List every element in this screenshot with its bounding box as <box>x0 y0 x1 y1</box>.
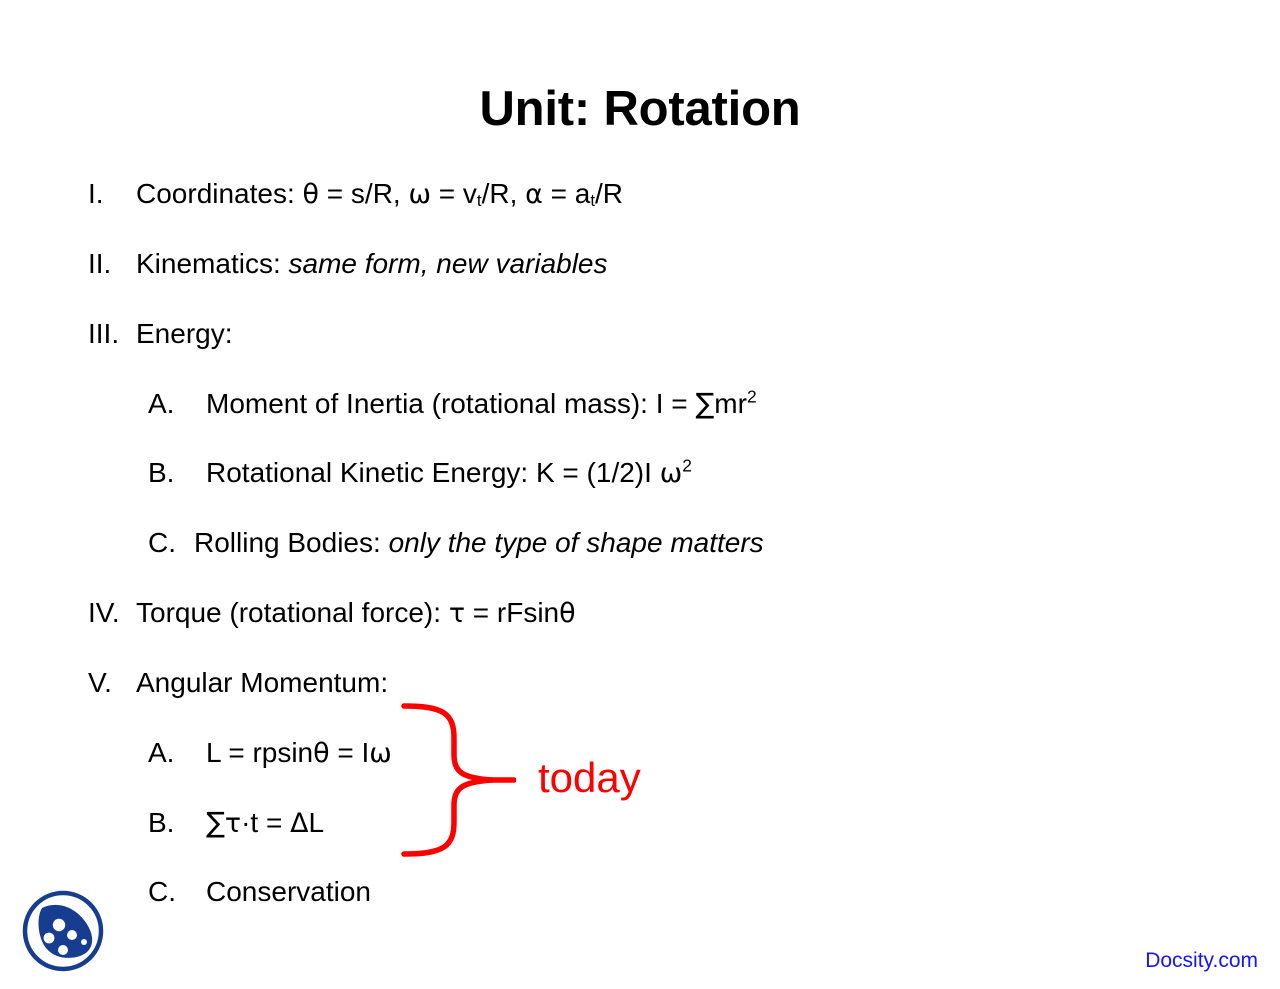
outline-text-v-a: L = rpsinθ = Iω <box>206 739 392 768</box>
outline-marker-b: B. <box>148 457 175 488</box>
outline-item-iii: III. Energy: <box>88 320 233 348</box>
outline-item-v-b: B. ∑τ·t = ΔL <box>148 809 324 838</box>
outline-item-v-c: C. Conservation <box>148 878 371 906</box>
outline-marker-ii: II. <box>88 248 112 279</box>
text-segment: /R, <box>481 178 526 209</box>
text-segment: Torque (rotational force): <box>136 597 449 628</box>
symbol-sigma: ∑ <box>695 387 715 420</box>
superscript-2: 2 <box>682 455 692 476</box>
symbol-theta: θ <box>313 738 330 769</box>
subscript-t: t <box>476 191 482 211</box>
outline-marker-a: A. <box>148 388 175 419</box>
outline-marker-c: C. <box>148 876 176 907</box>
outline-item-iii-c: C. Rolling Bodies: only the type of shape… <box>148 529 764 557</box>
text-segment: = a <box>542 178 591 209</box>
outline-item-ii: II. Kinematics: same form, new variables <box>88 250 608 278</box>
text-segment: ·t = <box>241 807 291 838</box>
symbol-delta: Δ <box>290 808 309 839</box>
symbol-theta: θ <box>302 179 319 210</box>
symbol-tau: τ <box>224 808 242 839</box>
emphasis-text: same form, new variables <box>288 248 608 279</box>
outline-text-v-b: ∑τ·t = ΔL <box>206 809 324 838</box>
symbol-omega: ω <box>369 738 392 769</box>
outline-marker-a: A. <box>148 737 175 768</box>
text-segment: Moment of Inertia (rotational mass): I = <box>206 388 696 419</box>
text-segment: Rotational Kinetic Energy: K = (1/2)I <box>206 457 660 488</box>
outline-item-i: I.Coordinates: θ = s/R, ω = vt/R, α = at… <box>88 180 623 209</box>
text-segment: L = rpsin <box>206 737 314 768</box>
text-segment: Rolling Bodies: <box>194 527 389 558</box>
docsity-logo-icon <box>22 890 104 972</box>
symbol-omega: ω <box>659 458 683 489</box>
text-segment: L <box>308 807 325 838</box>
symbol-tau: τ <box>448 598 465 629</box>
outline-text-iii-a: Moment of Inertia (rotational mass): I =… <box>206 386 757 420</box>
outline-marker-b: B. <box>148 807 175 838</box>
outline-text-v-c: Conservation <box>206 876 371 907</box>
today-label: today <box>538 754 641 801</box>
superscript-2: 2 <box>746 386 757 407</box>
emphasis-text: only the type of shape matters <box>388 527 764 558</box>
outline-marker-iv: IV. <box>88 597 120 628</box>
outline-item-v-a: A. L = rpsinθ = Iω <box>148 739 392 768</box>
outline-text-ii: Kinematics: same form, new variables <box>136 250 608 278</box>
docsity-logo <box>18 886 108 980</box>
symbol-alpha: α <box>525 179 543 210</box>
outline-text-iii: Energy: <box>136 318 233 349</box>
outline-item-iv: IV. Torque (rotational force): τ = rFsinθ <box>88 599 576 628</box>
text-segment: Kinematics: <box>136 248 289 279</box>
outline-text-iii-b: Rotational Kinetic Energy: K = (1/2)I ω2 <box>206 455 692 489</box>
today-brace-annotation <box>396 692 517 872</box>
text-segment: = I <box>329 737 370 768</box>
outline-item-iii-b: B. Rotational Kinetic Energy: K = (1/2)I … <box>148 455 692 489</box>
subscript-t: t <box>590 191 596 211</box>
outline-item-iii-a: A. Moment of Inertia (rotational mass): I… <box>148 386 757 420</box>
text-segment: /R <box>595 178 624 209</box>
curly-brace-icon <box>401 703 517 857</box>
text-segment: Coordinates: <box>136 178 303 209</box>
page-title: Unit: Rotation <box>479 82 801 136</box>
outline-text-v: Angular Momentum: <box>136 667 389 698</box>
text-segment: = rFsin <box>465 597 560 628</box>
outline-text-iv: Torque (rotational force): τ = rFsinθ <box>136 599 576 628</box>
outline-marker-i: I. <box>88 178 104 209</box>
text-segment: mr <box>714 388 747 419</box>
text-segment: = s/R, <box>319 178 409 209</box>
symbol-theta: θ <box>559 598 576 629</box>
text-segment: = v <box>430 178 477 209</box>
outline-text-iii-c: Rolling Bodies: only the type of shape m… <box>194 529 764 557</box>
symbol-sigma: ∑ <box>206 806 225 839</box>
outline-marker-c: C. <box>148 527 176 558</box>
outline-item-v: V. Angular Momentum: <box>88 669 388 697</box>
symbol-omega: ω <box>408 179 431 210</box>
outline-marker-v: V. <box>88 667 112 698</box>
outline-text-i: Coordinates: θ = s/R, ω = vt/R, α = at/R <box>136 180 623 209</box>
outline-marker-iii: III. <box>88 318 120 349</box>
docsity-footer-link[interactable]: Docsity.com <box>1145 949 1258 972</box>
